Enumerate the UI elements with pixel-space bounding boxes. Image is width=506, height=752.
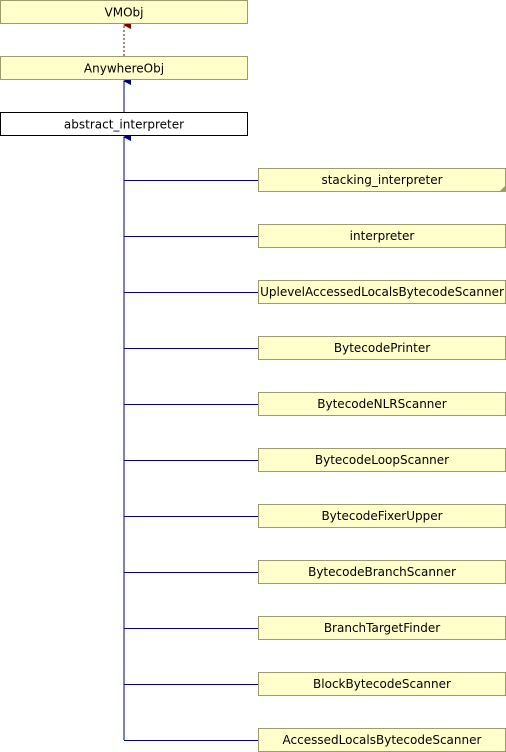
class-label: stacking_interpreter	[321, 173, 442, 187]
class-node-bytecode-printer[interactable]: BytecodePrinter	[258, 336, 506, 360]
class-node-uplevel-accessed-locals-bytecode-scanner[interactable]: UplevelAccessedLocalsBytecodeScanner	[258, 280, 506, 304]
class-node-block-bytecode-scanner[interactable]: BlockBytecodeScanner	[258, 672, 506, 696]
class-node-branch-target-finder[interactable]: BranchTargetFinder	[258, 616, 506, 640]
class-label: AnywhereObj	[84, 62, 164, 76]
class-label: UplevelAccessedLocalsBytecodeScanner	[260, 285, 504, 299]
class-node-abstract-interpreter: abstract_interpreter	[0, 112, 248, 136]
class-node-accessed-locals-bytecode-scanner[interactable]: AccessedLocalsBytecodeScanner	[258, 728, 506, 752]
class-label: BytecodePrinter	[334, 341, 430, 355]
edges	[123, 21, 258, 741]
class-label: VMObj	[105, 6, 144, 20]
class-node-stacking-interpreter[interactable]: stacking_interpreter	[258, 168, 506, 192]
subclass-branches	[124, 180, 258, 741]
class-node-bytecode-loop-scanner[interactable]: BytecodeLoopScanner	[258, 448, 506, 472]
class-label: BlockBytecodeScanner	[313, 677, 451, 691]
class-node-interpreter[interactable]: interpreter	[258, 224, 506, 248]
class-node-vmobj[interactable]: VMObj	[0, 0, 248, 24]
class-label: BytecodeFixerUpper	[321, 509, 442, 523]
class-label: BytecodeNLRScanner	[317, 397, 447, 411]
truncated-corner-icon	[499, 185, 506, 192]
class-label: BytecodeLoopScanner	[315, 453, 449, 467]
class-label: BranchTargetFinder	[324, 621, 440, 635]
class-node-bytecode-nlrscanner[interactable]: BytecodeNLRScanner	[258, 392, 506, 416]
class-node-bytecode-fixer-upper[interactable]: BytecodeFixerUpper	[258, 504, 506, 528]
class-label: BytecodeBranchScanner	[308, 565, 456, 579]
subclass-nodes: stacking_interpreter interpreterUplevelAc…	[258, 168, 506, 752]
class-label: abstract_interpreter	[64, 118, 184, 132]
class-node-bytecode-branch-scanner[interactable]: BytecodeBranchScanner	[258, 560, 506, 584]
class-label: AccessedLocalsBytecodeScanner	[283, 733, 482, 747]
class-label: interpreter	[350, 229, 415, 243]
class-node-anywhereobj[interactable]: AnywhereObj	[0, 56, 248, 80]
